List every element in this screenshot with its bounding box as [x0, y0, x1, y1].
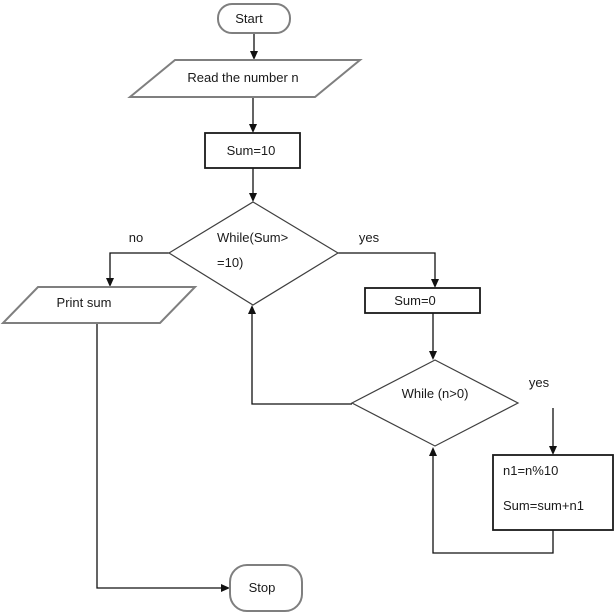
reset-sum-label: Sum=0: [394, 293, 436, 308]
read-input-label: Read the number n: [187, 70, 298, 85]
start-node: [217, 3, 291, 34]
while-outer-label-line2: =10): [217, 255, 243, 270]
while-outer-label-line1: While(Sum>: [217, 230, 288, 245]
loop-body-label-line1: n1=n%10: [503, 463, 558, 478]
loop-body-label-line2: Sum=sum+n1: [503, 498, 584, 513]
read-input-node: [127, 59, 363, 98]
while-inner-label: While (n>0): [402, 386, 469, 401]
init-sum-label: Sum=10: [227, 143, 276, 158]
edge-label-no: no: [129, 230, 143, 245]
edge-while-outer-no-to-print: [106, 252, 169, 287]
stop-node: [229, 564, 303, 612]
print-output-label: Print sum: [57, 295, 112, 310]
reset-sum-node: [364, 287, 481, 314]
start-label: Start: [235, 11, 263, 26]
edge-while-outer-yes-to-reset: [338, 252, 439, 288]
edge-print-to-stop: [96, 323, 230, 592]
edge-label-yes-inner: yes: [529, 375, 550, 390]
while-inner-decision-node: [350, 359, 520, 447]
while-outer-decision-node: [167, 201, 340, 306]
loop-body-node: [492, 454, 614, 531]
nodes: Start Read the number n Sum=10 While(Sum…: [0, 3, 614, 612]
edge-body-loop-to-while-inner: [429, 447, 554, 554]
edge-while-inner-loop-to-while-outer: [248, 305, 352, 405]
stop-label: Stop: [249, 580, 276, 595]
init-sum-node: [204, 132, 301, 169]
connectors: [96, 33, 557, 592]
edge-label-yes-outer: yes: [359, 230, 380, 245]
print-output-node: [0, 286, 198, 324]
